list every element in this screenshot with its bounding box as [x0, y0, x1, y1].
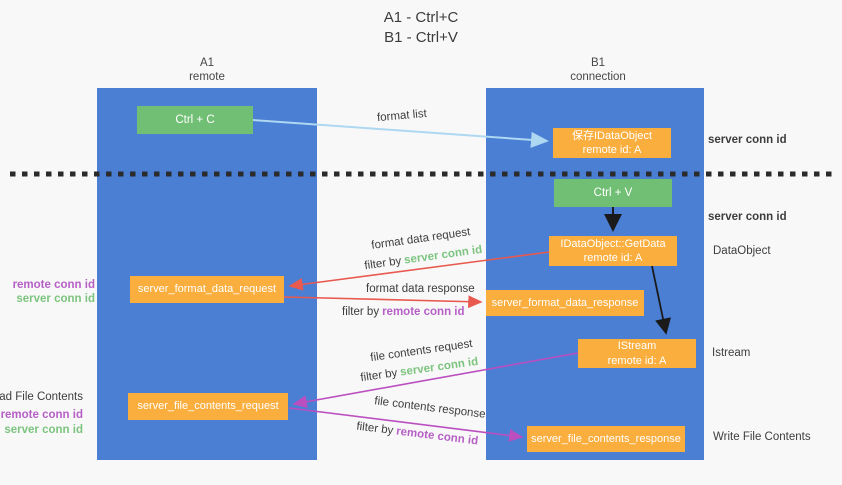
- lane-right-id: B1: [590, 57, 606, 69]
- filter-server-conn-id: server conn id: [399, 355, 479, 379]
- annotation-server-conn-id-top: server conn id: [708, 134, 787, 146]
- node-ctrl-v: Ctrl + V: [554, 179, 672, 207]
- node-save-dataobject-line2: remote id: A: [582, 144, 642, 156]
- node-save-dataobject-line1: 保存IDataObject: [571, 129, 653, 142]
- node-save-dataobject: 保存IDataObject remote id: A: [553, 128, 671, 158]
- node-server-file-contents-response-label: server_file_contents_response: [531, 432, 681, 445]
- annotation-server-conn-id: server conn id: [16, 293, 95, 306]
- filter-prefix: filter by: [342, 306, 380, 318]
- annotation-remote-conn-id: remote conn id: [12, 279, 95, 291]
- node-ctrl-c: Ctrl + C: [137, 106, 253, 134]
- node-istream-line2: remote id: A: [607, 354, 667, 367]
- node-server-file-contents-request-label: server_file_contents_request: [137, 400, 279, 413]
- title-line-1: A1 - Ctrl+C: [383, 9, 459, 26]
- lane-left-role: remote: [189, 71, 225, 84]
- node-server-format-data-response: server_format_data_response: [486, 290, 644, 316]
- annotation-remote-conn-id: remote conn id: [0, 409, 83, 422]
- node-server-format-data-response-label: server_format_data_response: [491, 296, 639, 309]
- annotation-read-file-contents: Read File Contents: [0, 391, 83, 403]
- node-server-format-data-request-label: server_format_data_request: [137, 283, 277, 296]
- filter-prefix: filter by: [355, 420, 394, 438]
- edge-label-format-list: format list: [376, 107, 428, 125]
- node-getdata-line1: IDataObject::GetData: [560, 237, 666, 250]
- title-line-2: B1 - Ctrl+V: [384, 29, 458, 47]
- node-getdata: IDataObject::GetData remote id: A: [549, 236, 677, 266]
- node-getdata-line2: remote id: A: [583, 252, 643, 264]
- node-istream-line1: IStream: [617, 340, 657, 353]
- filter-prefix: filter by: [359, 367, 399, 385]
- filter-remote-conn-id: remote conn id: [382, 306, 465, 318]
- diagram-title: A1 - Ctrl+C B1 - Ctrl+V: [0, 8, 842, 49]
- node-server-file-contents-request: server_file_contents_request: [128, 393, 288, 420]
- annotation-server-conn-id: server conn id: [4, 423, 83, 436]
- filter-prefix: filter by: [363, 255, 403, 273]
- node-ctrl-v-label: Ctrl + V: [593, 186, 633, 199]
- lane-left-header: A1 remote: [137, 56, 277, 85]
- annotation-istream: Istream: [712, 347, 751, 359]
- lane-left-id: A1: [199, 57, 215, 69]
- annotation-write-file-contents: Write File Contents: [713, 431, 811, 443]
- node-istream: IStream remote id: A: [578, 339, 696, 368]
- annotation-server-conn-id-mid: server conn id: [708, 211, 787, 223]
- annotation-read-file-contents-group: Read File Contents remote conn id server…: [0, 390, 83, 437]
- filter-remote-conn-id: remote conn id: [395, 425, 479, 448]
- annotation-dataobject: DataObject: [713, 245, 771, 257]
- edge-label-format-data-response: format data response: [366, 283, 475, 295]
- lane-right-header: B1 connection: [528, 56, 668, 85]
- edge-label-file-contents-response: file contents response: [373, 395, 487, 421]
- lane-right-role: connection: [570, 71, 626, 84]
- node-ctrl-c-label: Ctrl + C: [175, 113, 215, 126]
- filter-server-conn-id: server conn id: [403, 243, 483, 267]
- node-server-format-data-request: server_format_data_request: [130, 276, 284, 303]
- node-server-file-contents-response: server_file_contents_response: [527, 426, 685, 452]
- annotation-left-format-conn-ids: remote conn id server conn id: [13, 278, 95, 307]
